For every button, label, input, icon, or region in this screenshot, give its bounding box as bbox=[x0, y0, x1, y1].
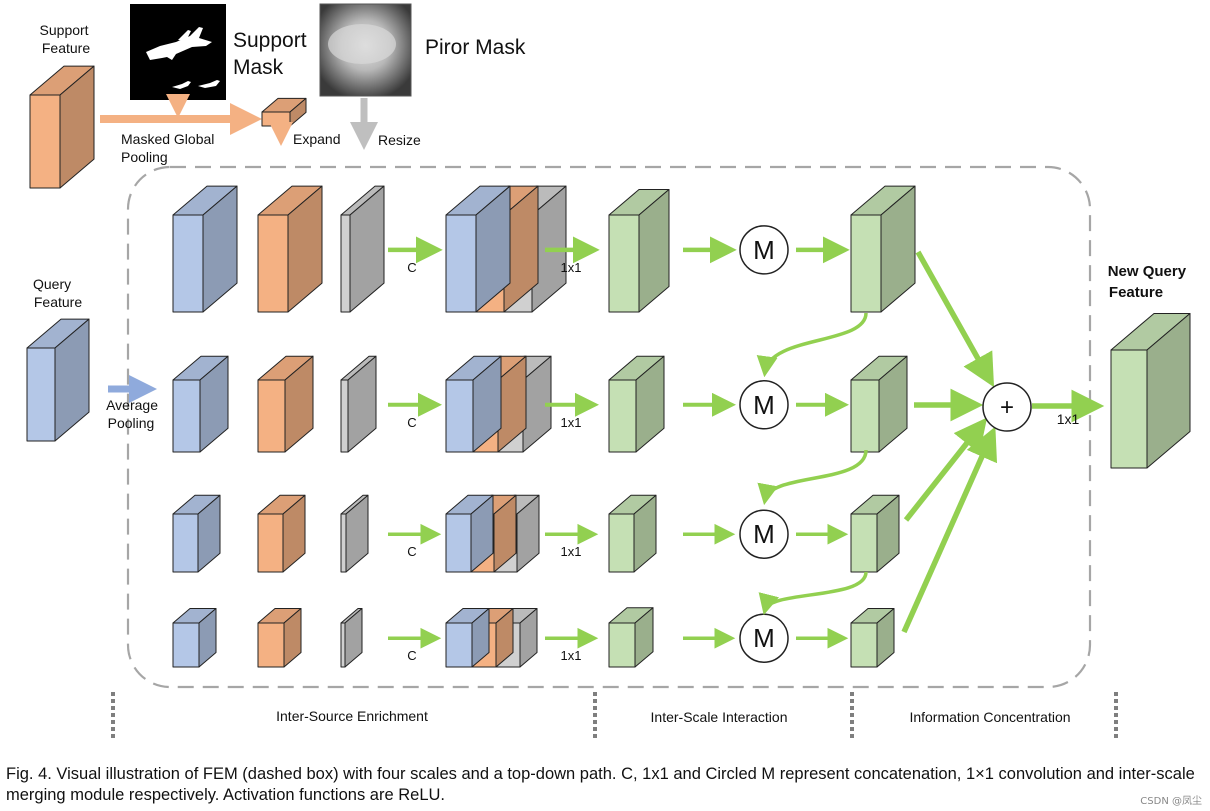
top-down-arrow-2 bbox=[757, 449, 868, 506]
prior-mask-label: Piror Mask bbox=[425, 36, 526, 59]
row3-conv-label: 1x1 bbox=[561, 544, 582, 559]
prototype-cuboid bbox=[261, 97, 307, 127]
figure-caption: Fig. 4. Visual illustration of FEM (dash… bbox=[6, 765, 1195, 804]
query-feature-block bbox=[26, 318, 90, 442]
top-down-arrow-3 bbox=[758, 571, 868, 616]
prior-mask-image bbox=[319, 3, 412, 97]
row1-prototype-block bbox=[257, 185, 323, 313]
row3-prior-block bbox=[340, 494, 369, 573]
resize-label: Resize bbox=[378, 132, 421, 148]
row2-prior-block bbox=[340, 355, 377, 453]
row3-prototype-block bbox=[257, 494, 306, 573]
scale-row-4: C 1x1 M bbox=[172, 607, 895, 668]
sum-symbol: + bbox=[1000, 394, 1014, 421]
row4-prototype-block bbox=[257, 608, 302, 668]
row1-concat-blue bbox=[445, 185, 511, 313]
scale-row-2: C 1x1 M bbox=[172, 355, 908, 453]
row2-concat-blue bbox=[445, 355, 502, 453]
new-query-feature-block bbox=[1110, 312, 1191, 469]
support-feature-block bbox=[29, 65, 95, 189]
masked-global-pooling-label: Masked Global Pooling bbox=[121, 131, 218, 165]
row3-merge-symbol: M bbox=[753, 519, 775, 549]
row4-conv-label: 1x1 bbox=[561, 648, 582, 663]
row1-conv-label: 1x1 bbox=[561, 260, 582, 275]
row2-merge-symbol: M bbox=[753, 390, 775, 420]
support-mask-label: Support Mask bbox=[233, 29, 312, 79]
row4-conv-block bbox=[608, 607, 654, 668]
row2-merge-circle bbox=[739, 380, 789, 430]
top-down-arrow-1 bbox=[756, 312, 868, 378]
fem-dashed-box bbox=[126, 165, 1092, 689]
row4-prior-block bbox=[340, 608, 363, 668]
support-mask-image bbox=[130, 4, 226, 100]
row3-concat-blue bbox=[445, 494, 494, 573]
row4-to-sum-arrow bbox=[901, 426, 998, 634]
row3-conv-block bbox=[608, 494, 657, 573]
query-feature-label: Query Feature bbox=[33, 276, 82, 310]
row1-merge-circle bbox=[739, 225, 789, 275]
fem-diagram: Support Feature Support Mask Piror Mask … bbox=[26, 3, 1191, 738]
row1-merge-symbol: M bbox=[753, 235, 775, 265]
row3-merged-block bbox=[850, 494, 900, 573]
support-feature-label: Support Feature bbox=[40, 22, 93, 56]
new-query-cuboid bbox=[1110, 312, 1191, 469]
row2-conv-block bbox=[608, 355, 665, 453]
row1-concat-label: C bbox=[407, 260, 416, 275]
row1-query-block bbox=[172, 185, 238, 313]
row2-query-block bbox=[172, 355, 229, 453]
row2-prototype-block bbox=[257, 355, 314, 453]
watermark: CSDN @凤尘 bbox=[1140, 796, 1202, 807]
row4-concat-label: C bbox=[407, 648, 416, 663]
scale-row-1: C 1x1 M bbox=[172, 185, 916, 313]
row1-conv-block bbox=[608, 189, 670, 313]
row4-concat-blue bbox=[445, 608, 490, 668]
new-query-feature-label: New Query Feature bbox=[1108, 263, 1191, 301]
section-label-enrichment: Inter-Source Enrichment bbox=[276, 708, 428, 724]
average-pooling-label: Average Pooling bbox=[106, 397, 162, 431]
row3-concat-label: C bbox=[407, 544, 416, 559]
row2-merged-block bbox=[850, 355, 908, 453]
section-label-concentration: Information Concentration bbox=[909, 709, 1070, 725]
scale-row-3: C 1x1 M bbox=[172, 494, 900, 573]
row4-merged-block bbox=[850, 608, 895, 668]
row2-conv-label: 1x1 bbox=[561, 415, 582, 430]
sum-circle bbox=[982, 382, 1032, 432]
support-prototype-block bbox=[261, 97, 307, 127]
row3-merge-circle bbox=[739, 509, 789, 559]
query-feature-cuboid bbox=[26, 318, 90, 442]
row2-concat-label: C bbox=[407, 415, 416, 430]
row1-prior-block bbox=[340, 185, 385, 313]
row4-query-block bbox=[172, 608, 217, 668]
row4-merge-symbol: M bbox=[753, 623, 775, 653]
row1-to-sum-arrow bbox=[915, 250, 995, 388]
row3-query-block bbox=[172, 494, 221, 573]
row1-merged-block bbox=[850, 185, 916, 313]
support-feature-cuboid bbox=[29, 65, 95, 189]
output-conv-label: 1x1 bbox=[1057, 411, 1080, 427]
row3-to-sum-arrow bbox=[903, 417, 988, 522]
section-label-interaction: Inter-Scale Interaction bbox=[651, 709, 788, 725]
expand-label: Expand bbox=[293, 131, 340, 147]
